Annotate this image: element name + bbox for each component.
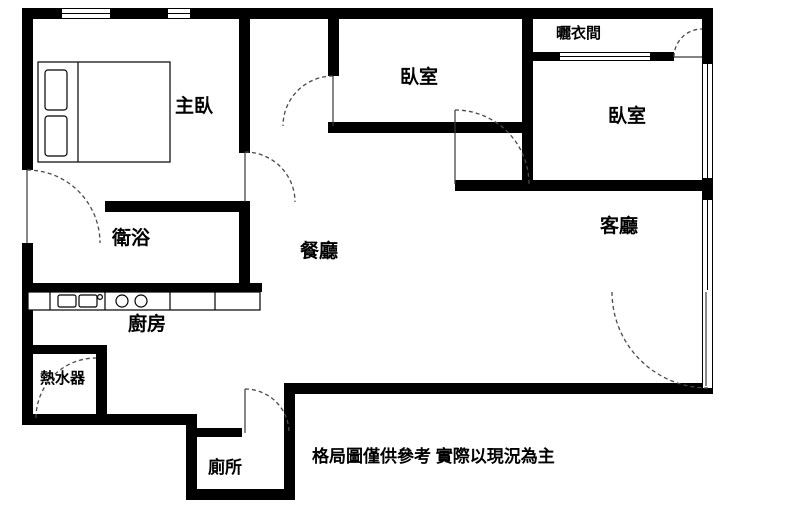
entry-door-swing-icon: [26, 169, 101, 244]
room-label-dining-room: 餐廳: [300, 239, 338, 262]
room-labels: 主臥 臥室 曬衣間 臥室 客廳 衛浴 餐廳 廚房 熱水器 廁所: [40, 24, 646, 477]
wall-toilet-left: [186, 414, 197, 500]
kitchen-counter: [27, 291, 261, 311]
stove-burners-icon: [115, 294, 148, 308]
toilet-door-swing-icon: [244, 388, 290, 434]
double-sink-icon: [57, 294, 103, 308]
wall-drying-bottom-b: [650, 52, 674, 61]
wall-drying-bottom-a: [522, 52, 560, 61]
window-balcony-door: [702, 290, 713, 388]
master-bedroom-door-swing-icon: [244, 151, 296, 203]
wall-bedroom-right-bottom: [455, 180, 713, 191]
window-right-living: [702, 200, 713, 290]
wall-toilet-stub: [197, 428, 242, 437]
fixtures: [27, 61, 261, 311]
room-label-kitchen: 廚房: [128, 312, 166, 335]
wall-midbedroom-bottom: [328, 122, 533, 133]
room-label-water-heater: 熱水器: [40, 369, 86, 387]
disclaimer-text: 格局圖僅供參考 實際以現況為主: [312, 446, 555, 466]
window-top-left: [62, 8, 110, 19]
room-label-master-bedroom: 主臥: [175, 95, 214, 117]
room-label-bathroom: 衛浴: [111, 226, 151, 249]
room-label-drying-room: 曬衣間: [556, 24, 601, 42]
room-label-toilet: 廁所: [208, 457, 242, 477]
wall-toilet-bottom: [186, 489, 295, 500]
room-label-bedroom-right: 臥室: [608, 104, 646, 127]
drying-room-door-swing-icon: [673, 28, 703, 58]
wall-heater-right: [96, 345, 107, 425]
right-bedroom-door-swing-icon: [454, 109, 530, 185]
window-top-small: [168, 8, 190, 19]
doors: [26, 28, 709, 434]
double-bed-icon: [37, 61, 171, 163]
wall-toilet-right: [284, 383, 295, 500]
wall-bathroom-right: [239, 201, 250, 292]
window-right-bedroom: [702, 64, 713, 178]
window-drying-room: [560, 52, 650, 61]
walls: [22, 8, 713, 500]
living-room-door-swing-icon: [611, 291, 709, 389]
wall-kitchen-bottom: [22, 414, 197, 425]
wall-dining-bottom: [284, 383, 713, 394]
mid-bedroom-door-swing-icon: [282, 75, 334, 127]
wall-master-right: [239, 8, 250, 153]
wall-heater-top: [22, 345, 107, 354]
wall-midbedroom-left: [328, 8, 339, 76]
wall-top: [22, 8, 713, 19]
wall-center-vertical: [522, 8, 533, 186]
wall-master-bathroom: [105, 201, 250, 212]
wall-right-mid: [702, 178, 713, 200]
room-label-living-room: 客廳: [600, 214, 638, 237]
windows: [62, 8, 713, 388]
wall-right-upper: [702, 8, 713, 64]
wall-left-lower: [22, 243, 33, 425]
room-label-bedroom-top: 臥室: [400, 65, 438, 88]
wall-bathroom-bottom: [22, 283, 262, 292]
wall-left-upper: [22, 8, 33, 170]
